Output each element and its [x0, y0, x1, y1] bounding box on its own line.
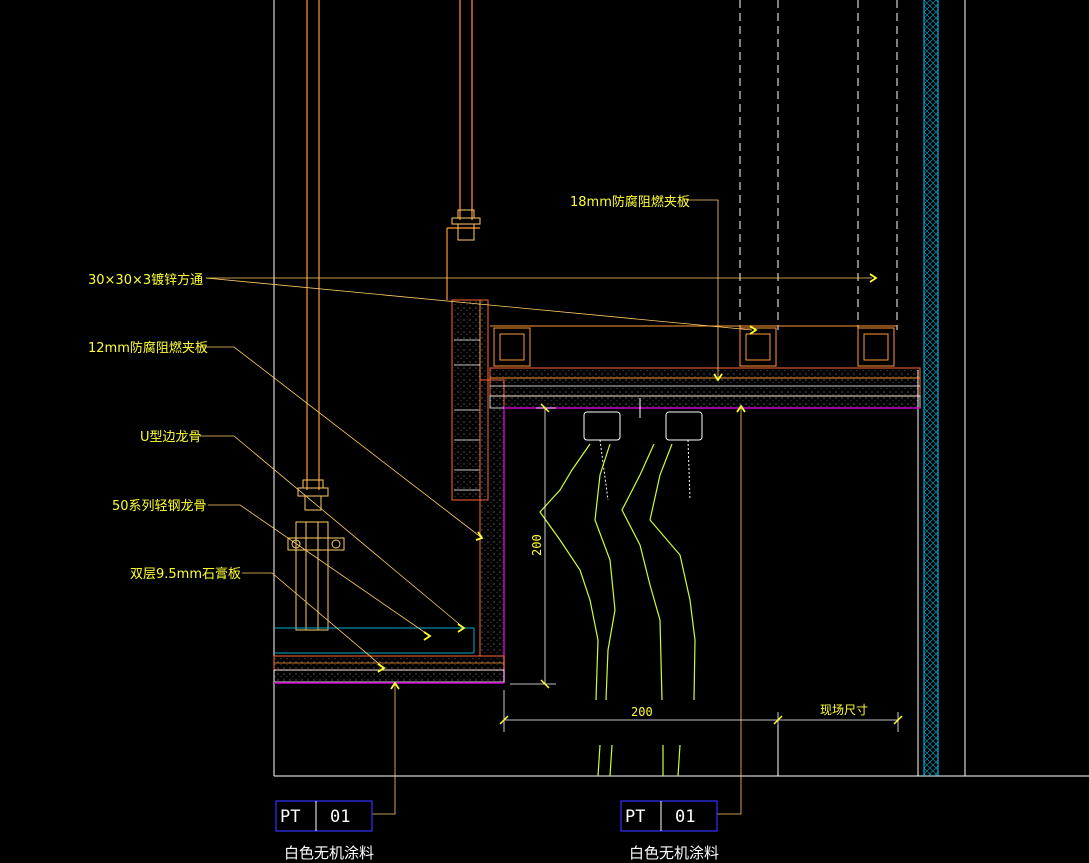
tag-caption: 白色无机涂料 — [284, 844, 374, 862]
tag-number: 01 — [330, 807, 350, 827]
side-gypsum-board — [479, 379, 505, 683]
dimension-lines — [503, 407, 899, 732]
dimension-horizontal-200: 200 — [631, 705, 653, 719]
curtain-fabric — [539, 443, 696, 777]
label-18mm-plywood: 18mm防腐阻燃夹板 — [570, 194, 690, 210]
curtain-track-icon — [583, 398, 703, 501]
square-tubes — [490, 325, 897, 367]
label-light-steel-keel: 50系列轻钢龙骨 — [112, 499, 207, 514]
frame-lines — [273, 0, 1089, 777]
ceiling-gypsum-layer — [273, 627, 505, 684]
label-gypsum-board: 双层9.5mm石膏板 — [130, 566, 241, 582]
dimension-ticks — [499, 403, 903, 725]
label-u-edge-keel: U型边龙骨 — [140, 430, 202, 445]
dimension-vertical-200: 200 — [530, 534, 544, 556]
lower-bolt-bracket-icon — [287, 479, 345, 631]
tag-caption: 白色无机涂料 — [629, 844, 719, 862]
tag-number: 01 — [675, 807, 695, 827]
leader-lines — [200, 199, 872, 815]
arrowheads — [377, 273, 878, 690]
tag-code: PT — [280, 807, 300, 827]
material-tag-right: PT 01 白色无机涂料 — [620, 800, 719, 862]
glass-curtain-wall — [917, 0, 939, 776]
upper-bolt-icon — [451, 209, 481, 241]
window-frame-dashed — [739, 0, 898, 330]
horizontal-plywood-board — [489, 367, 921, 409]
tag-code: PT — [625, 807, 645, 827]
material-tag-left: PT 01 白色无机涂料 — [275, 800, 374, 862]
hanger-rods — [306, 0, 480, 490]
label-square-tube: 30×30×3镀锌方通 — [88, 272, 203, 288]
label-12mm-plywood: 12mm防腐阻燃夹板 — [88, 340, 208, 356]
dimension-site-size: 现场尺寸 — [820, 703, 868, 717]
